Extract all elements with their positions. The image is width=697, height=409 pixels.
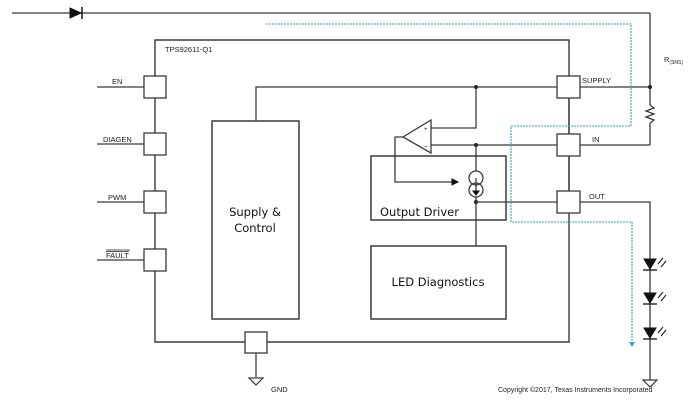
pin-pwm-label: PWM	[108, 193, 126, 202]
led-icon	[643, 257, 667, 271]
pin-fault-label: FAULT	[106, 251, 129, 260]
ic-outline	[154, 39, 570, 343]
current-flow-path	[266, 23, 633, 343]
sense-resistor-icon	[644, 104, 656, 124]
pin-diagen-label: DIAGEN	[103, 135, 132, 144]
sense-resistor-label: R(SNS)	[664, 55, 683, 66]
reverse-polarity-diode-icon	[69, 7, 83, 19]
pin-diagen: DIAGEN	[103, 132, 167, 156]
pin-in-label: IN	[592, 135, 600, 144]
ground-icon	[247, 377, 265, 386]
led-diagnostics-label: LED Diagnostics	[392, 275, 485, 289]
ground-icon	[641, 379, 659, 388]
output-driver-label: Output Driver	[380, 205, 459, 219]
supply-control-block	[211, 120, 300, 320]
pin-en: EN	[112, 75, 167, 99]
chip-name-label: TPS92611-Q1	[165, 45, 212, 54]
pin-out-label: OUT	[589, 192, 605, 201]
led-icon	[643, 291, 667, 305]
led-diagnostics-block	[370, 245, 507, 320]
current-flow-arrow-icon	[629, 342, 635, 347]
copyright-text: Copyright ©2017, Texas Instruments Incor…	[498, 386, 653, 394]
pin-fault: FAULT	[106, 248, 167, 272]
svg-text:−: −	[424, 144, 428, 151]
error-amplifier-icon: + −	[401, 118, 432, 155]
junction-dot	[648, 85, 652, 89]
pin-supply-label: SUPPLY	[582, 76, 611, 85]
pin-en-label: EN	[112, 77, 122, 86]
arrow-icon	[451, 178, 460, 186]
svg-text:+: +	[424, 127, 428, 133]
pin-pwm: PWM	[108, 190, 167, 214]
led-icon	[643, 326, 667, 340]
supply-control-label-1: Supply &	[229, 205, 281, 219]
supply-control-label-2: Control	[234, 221, 276, 235]
pin-gnd-label: GND	[271, 385, 288, 394]
output-driver-block	[370, 155, 507, 221]
pin-gnd: GND	[244, 331, 288, 394]
internal-supply-wire	[255, 86, 557, 121]
current-source-icon	[468, 170, 484, 198]
